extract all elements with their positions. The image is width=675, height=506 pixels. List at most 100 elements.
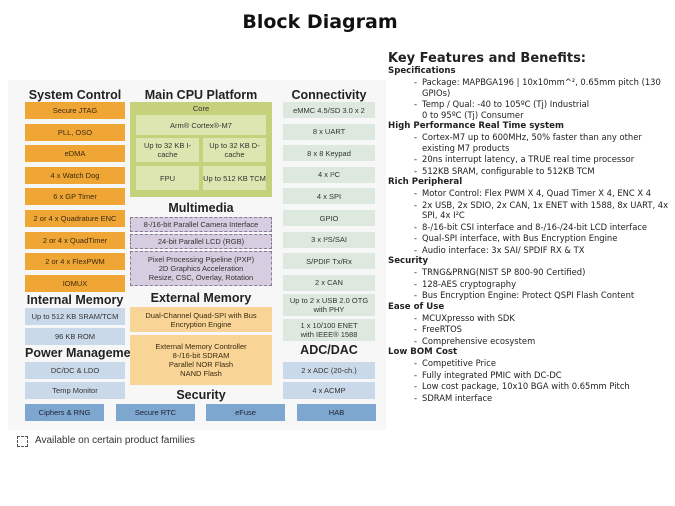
block-parallel-lcd: 24-bit Parallel LCD (RGB) (130, 234, 272, 249)
feature-section-heading: Specifications (388, 66, 456, 76)
bullet-dash-icon: - (414, 165, 418, 176)
legend-text: Available on certain product families (35, 435, 195, 446)
block-enet: 1 x 10/100 ENET with IEEE® 1588 (283, 319, 375, 341)
external-memory-title: External Memory (150, 291, 252, 305)
block-rom: 96 KB ROM (25, 328, 125, 345)
bullet-dash-icon: - (414, 290, 418, 300)
feature-item: -2x USB, 2x SDIO, 2x CAN, 1x ENET with 1… (388, 200, 673, 221)
pxp-line: 2D Graphics Acceleration (158, 264, 244, 273)
feature-item-text: Package: MAPBGA196 | 10x10mm^², 0.65mm p… (422, 77, 661, 98)
key-features-panel: Key Features and Benefits: Specification… (388, 52, 673, 404)
block-connectivity-item: 3 x I²S/SAI (283, 231, 375, 248)
feature-item: -512KB SRAM, configurable to 512KB TCM (388, 166, 673, 177)
feature-item: -TRNG&PRNG(NIST SP 800-90 Certified) (388, 267, 673, 278)
block-cortex-m7: Arm® Cortex®-M7 (136, 115, 266, 135)
feature-item-text: Competitive Price (422, 358, 497, 368)
feature-item-text: Cortex-M7 up to 600MHz, 50% faster than … (422, 132, 642, 153)
block-quad-spi: Dual-Channel Quad-SPI with Bus Encryptio… (130, 307, 272, 332)
internal-memory-title: Internal Memory (26, 293, 124, 307)
block-sram-tcm: Up to 512 KB SRAM/TCM (25, 308, 125, 325)
bullet-dash-icon: - (414, 381, 418, 391)
bullet-dash-icon: - (414, 221, 418, 232)
block-external-memory-controller: External Memory Controller 8-/16-bit SDR… (130, 335, 272, 385)
feature-item: -Temp / Qual: -40 to 105ºC (Tj) Industri… (388, 99, 673, 120)
bullet-dash-icon: - (414, 392, 418, 403)
bullet-dash-icon: - (414, 154, 418, 164)
bullet-dash-icon: - (414, 233, 418, 243)
system-control-title: System Control (28, 88, 122, 102)
block-system-control-item: PLL, OSO (25, 123, 125, 141)
block-adc: 2 x ADC (20-ch.) (283, 362, 375, 379)
feature-item-text: SDRAM interface (422, 392, 493, 403)
feature-sections: Specifications-Package: MAPBGA196 | 10x1… (388, 66, 673, 403)
feature-item-text: Bus Encryption Engine: Protect QSPI Flas… (422, 290, 635, 300)
bullet-dash-icon: - (414, 132, 418, 142)
bullet-dash-icon: - (414, 244, 418, 255)
feature-item: -Competitive Price (388, 358, 673, 369)
bullet-dash-icon: - (414, 358, 418, 368)
block-connectivity-item: 2 x CAN (283, 274, 375, 291)
block-connectivity-item: GPIO (283, 210, 375, 226)
feature-item: -SDRAM interface (388, 393, 673, 404)
emc-line: External Memory Controller (155, 342, 247, 351)
block-pxp: Pixel Processing Pipeline (PXP) 2D Graph… (130, 251, 272, 286)
block-connectivity-item: 8 x 8 Keypad (283, 145, 375, 162)
block-connectivity-item: eMMC 4.5/SD 3.0 x 2 (283, 102, 375, 118)
block-system-control-item: 2 or 4 x FlexPWM (25, 253, 125, 271)
block-dcdc-ldo: DC/DC & LDO (25, 362, 125, 379)
enet-line: with IEEE® 1588 (300, 330, 358, 339)
enet-line: 1 x 10/100 ENET (300, 321, 358, 330)
feature-item-text: TRNG&PRNG(NIST SP 800-90 Certified) (422, 267, 586, 277)
feature-item-text: Qual-SPI interface, with Bus Encryption … (422, 233, 618, 243)
block-system-control-item: 4 x Watch Dog (25, 166, 125, 184)
bullet-dash-icon: - (414, 267, 418, 277)
block-camera-interface: 8-/16-bit Parallel Camera Interface (130, 217, 272, 232)
feature-item: -Fully integrated PMIC with DC-DC (388, 370, 673, 381)
emc-line: NAND Flash (180, 369, 222, 378)
bullet-dash-icon: - (414, 324, 418, 334)
feature-item-text: Motor Control: Flex PWM X 4, Quad Timer … (422, 188, 652, 198)
feature-item-text: Temp / Qual: -40 to 105ºC (Tj) Industria… (422, 99, 590, 120)
pxp-line: Resize, CSC, Overlay, Rotation (148, 273, 254, 282)
bullet-dash-icon: - (414, 278, 418, 289)
feature-item: -Cortex-M7 up to 600MHz, 50% faster than… (388, 132, 673, 153)
bullet-dash-icon: - (414, 77, 418, 87)
feature-section-heading: Security (388, 256, 429, 266)
feature-item-text: 8-/16-bit CSI interface and 8-/16-/24-bi… (422, 221, 648, 232)
block-system-control-item: Secure JTAG (25, 102, 125, 119)
feature-item: -Bus Encryption Engine: Protect QSPI Fla… (388, 290, 673, 301)
core-label: Core (192, 103, 210, 113)
bullet-dash-icon: - (414, 99, 418, 109)
block-secure-rtc: Secure RTC (116, 404, 195, 421)
feature-item: -Comprehensive ecosystem (388, 336, 673, 347)
emc-line: 8-/16-bit SDRAM (172, 351, 230, 360)
feature-item: -MCUXpresso with SDK (388, 313, 673, 324)
feature-item-text: Audio interface: 3x SAI/ SPDIF RX & TX (422, 244, 585, 255)
bullet-dash-icon: - (414, 335, 418, 346)
usb-line: with PHY (313, 305, 345, 314)
connectivity-title: Connectivity (291, 88, 367, 102)
bullet-dash-icon: - (414, 188, 418, 198)
feature-item-text: 20ns interrupt latency, a TRUE real time… (422, 154, 635, 164)
feature-section-heading: Ease of Use (388, 301, 445, 312)
feature-item-text: Comprehensive ecosystem (422, 335, 536, 346)
feature-item: -20ns interrupt latency, a TRUE real tim… (388, 154, 673, 165)
usb-line: Up to 2 x USB 2.0 OTG (289, 296, 369, 305)
feature-item: -Motor Control: Flex PWM X 4, Quad Timer… (388, 188, 673, 199)
qspi-line: Dual-Channel Quad-SPI with Bus (145, 310, 257, 320)
multimedia-title: Multimedia (168, 201, 234, 215)
block-connectivity-item: 4 x I²C (283, 166, 375, 183)
block-icache: Up to 32 KB I-cache (136, 138, 199, 162)
block-connectivity-item: 8 x UART (283, 123, 375, 140)
emc-line: Parallel NOR Flash (168, 360, 234, 369)
block-fpu: FPU (136, 166, 199, 190)
block-tcm: Up to 512 KB TCM (203, 166, 266, 190)
feature-item: -Qual-SPI interface, with Bus Encryption… (388, 233, 673, 244)
feature-item-text: Fully integrated PMIC with DC-DC (422, 369, 562, 380)
power-management-title: Power Management (25, 346, 143, 360)
dashed-box-legend-icon (17, 436, 28, 447)
cpu-platform-block: Core Arm® Cortex®-M7 Up to 32 KB I-cache… (130, 102, 272, 197)
feature-item: -8-/16-bit CSI interface and 8-/16-/24-b… (388, 222, 673, 233)
block-system-control-item: 2 or 4 x Quadrature ENC (25, 210, 125, 227)
